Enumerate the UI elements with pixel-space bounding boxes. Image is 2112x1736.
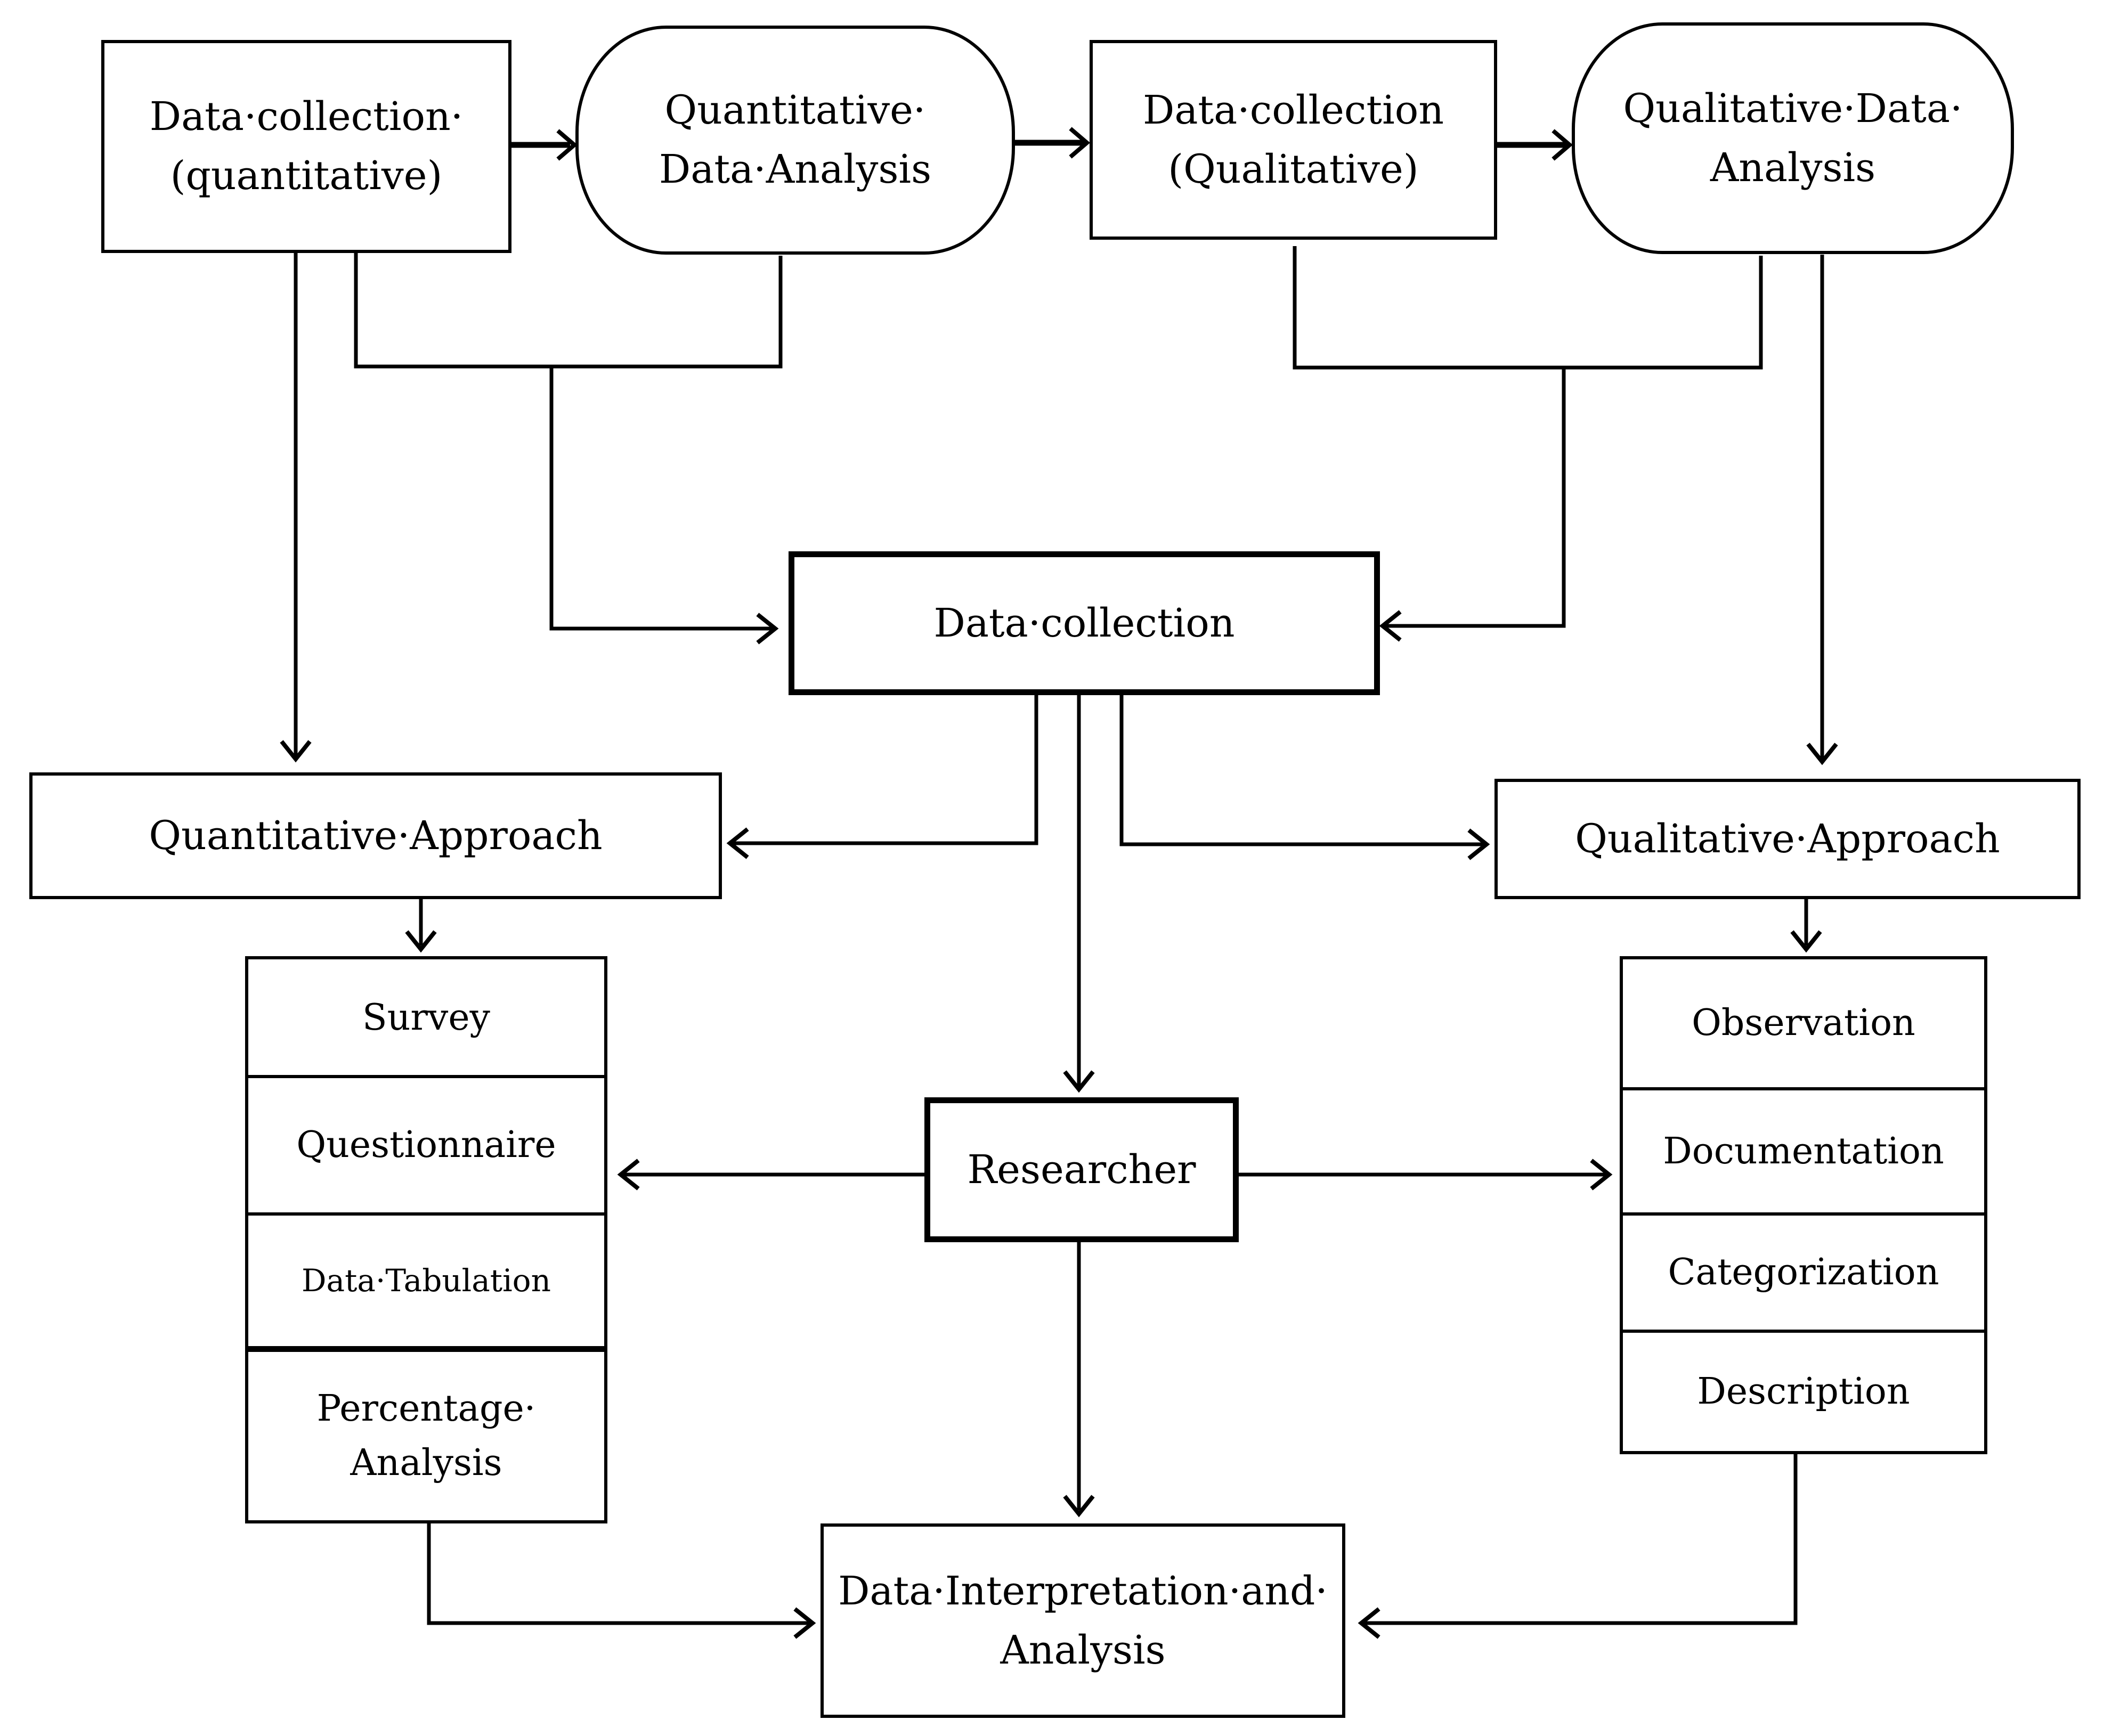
qualitative-approach-node: Qualitative·Approach <box>1494 779 2081 899</box>
quantitative-approach-node: Quantitative·Approach <box>29 772 722 899</box>
connector-qual-bracket <box>1293 246 1763 370</box>
qualitative-data-analysis-node: Qualitative·Data· Analysis <box>1572 22 2014 254</box>
arrowhead-7 <box>1806 743 1838 765</box>
data-collection-node: Data·collection <box>789 551 1380 695</box>
researcher-label: Researcher <box>967 1146 1196 1193</box>
dc-qual-line2: (Qualitative) <box>1168 146 1419 192</box>
method-categorization: Categorization <box>1668 1251 1939 1293</box>
method-documentation: Documentation <box>1663 1130 1944 1172</box>
arrowhead-10 <box>1063 1070 1095 1093</box>
arrowhead-14 <box>1590 1159 1613 1191</box>
dc-qual-line1: Data·collection <box>1142 87 1444 133</box>
divider <box>1623 1330 1984 1333</box>
arrow-qualmethods-to-interpretation <box>1364 1454 1798 1625</box>
method-questionnaire: Questionnaire <box>296 1124 556 1166</box>
arrowhead-2 <box>1069 127 1091 159</box>
percentage-line1: Percentage· <box>316 1388 536 1430</box>
quant-approach-label: Quantitative·Approach <box>149 812 603 859</box>
data-collection-qualitative-node: Data·collection (Qualitative) <box>1090 40 1497 240</box>
interpretation-line1: Data·Interpretation·and· <box>838 1568 1328 1614</box>
arrowhead-12 <box>1790 930 1822 953</box>
arrow-datacollection-to-quantapproach <box>733 695 1038 845</box>
quant-analysis-line1: Quantitative· <box>664 87 926 133</box>
arrow-quantmethods-to-interpretation <box>427 1523 810 1625</box>
qual-approach-label: Qualitative·Approach <box>1575 816 2000 862</box>
divider-thick <box>248 1346 604 1352</box>
dc-quant-line1: Data·collection· <box>149 94 464 140</box>
arrow-quant-bracket-to-datacollection <box>549 366 773 631</box>
method-percentage-analysis: Percentage· Analysis <box>248 1352 604 1520</box>
arrowhead-15 <box>1063 1495 1095 1518</box>
data-collection-quantitative-node: Data·collection· (quantitative) <box>101 40 511 253</box>
interpretation-line2: Analysis <box>1000 1627 1166 1673</box>
arrowhead-11 <box>405 930 437 953</box>
arrowhead-17 <box>1358 1607 1380 1639</box>
data-collection-label: Data·collection <box>933 600 1235 646</box>
arrowhead-16 <box>793 1607 816 1639</box>
data-interpretation-node: Data·Interpretation·and· Analysis <box>821 1523 1345 1718</box>
dc-quant-line2: (quantitative) <box>170 153 443 199</box>
divider <box>1623 1212 1984 1216</box>
method-survey: Survey <box>362 997 490 1039</box>
quantitative-methods-stack: Survey Questionnaire Data·Tabulation Per… <box>245 956 607 1523</box>
connector-quant-bracket <box>354 253 783 369</box>
arrowhead-4 <box>756 613 779 645</box>
percentage-line2: Analysis <box>350 1442 502 1484</box>
arrowhead-8 <box>726 827 749 859</box>
divider <box>248 1212 604 1216</box>
divider <box>1623 1087 1984 1090</box>
arrow-datacollection-to-qualapproach <box>1119 695 1484 846</box>
quantitative-data-analysis-node: Quantitative· Data·Analysis <box>575 26 1015 255</box>
arrowhead-1 <box>556 129 578 161</box>
quant-analysis-line2: Data·Analysis <box>659 146 932 192</box>
arrowhead-5 <box>1379 610 1402 642</box>
method-observation: Observation <box>1692 1002 1915 1044</box>
qualitative-methods-stack: Observation Documentation Categorization… <box>1620 956 1987 1454</box>
arrowhead-3 <box>1551 129 1573 161</box>
arrowhead-13 <box>617 1159 640 1191</box>
divider <box>248 1075 604 1078</box>
qual-analysis-line2: Analysis <box>1710 144 1876 191</box>
arrowhead-9 <box>1467 828 1490 860</box>
method-data-tabulation: Data·Tabulation <box>302 1262 551 1299</box>
arrow-qual-bracket-to-datacollection <box>1385 368 1566 628</box>
qual-analysis-line1: Qualitative·Data· <box>1623 85 1963 132</box>
method-description: Description <box>1697 1371 1910 1413</box>
researcher-node: Researcher <box>924 1097 1239 1242</box>
arrowhead-6 <box>280 740 312 763</box>
